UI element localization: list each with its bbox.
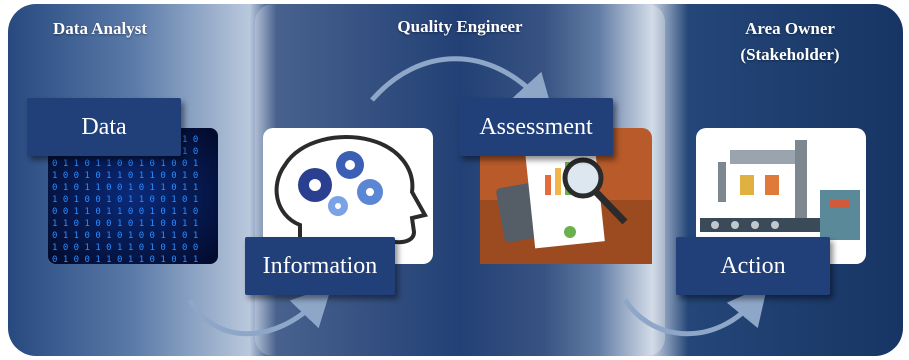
header-quality-engineer: Quality Engineer: [397, 17, 523, 36]
svg-text:0 1 1 0 1 1 0 0 1 0 1 0 0 1: 0 1 1 0 1 1 0 0 1 0 1 0 0 1: [52, 159, 198, 169]
stage-assessment: Assessment: [459, 98, 613, 156]
factory-robot-image: [696, 128, 866, 264]
header-area-owner: Area Owner: [745, 19, 835, 38]
svg-text:1 0 1 0 0 1 0 1 1 0 0 1 0 1: 1 0 1 0 0 1 0 1 1 0 0 1 0 1: [52, 195, 198, 205]
stage-information: Information: [245, 237, 395, 295]
arrow-information-to-assessment: [370, 56, 554, 115]
stage-data: Data: [27, 98, 181, 156]
svg-text:0 0 1 1 0 1 1 0 0 1 0 1 1 0: 0 0 1 1 0 1 1 0 0 1 0 1 1 0: [52, 207, 198, 217]
arrow-data-to-information: [187, 285, 332, 337]
svg-text:1 0 0 1 0 1 1 0 1 1 0 0 1 0: 1 0 0 1 0 1 1 0 1 1 0 0 1 0: [52, 171, 198, 181]
svg-text:0 1 0 0 1 1 0 1 1 0 1 0 1 1: 0 1 0 0 1 1 0 1 1 0 1 0 1 1: [52, 255, 198, 265]
svg-text:0 1 0 1 1 0 0 1 0 1 1 0 1 1: 0 1 0 1 1 0 0 1 0 1 1 0 1 1: [52, 183, 198, 193]
magnifier-report-image: [480, 128, 652, 264]
svg-text:0 1 1 0 0 1 0 1 0 0 1 1 0 1: 0 1 1 0 0 1 0 1 0 0 1 1 0 1: [52, 231, 198, 241]
stage-action: Action: [676, 237, 830, 295]
svg-text:1 1 0 1 0 0 1 0 1 1 0 0 1 1: 1 1 0 1 0 0 1 0 1 1 0 0 1 1: [52, 219, 198, 229]
svg-text:1 0 0 1 1 0 1 1 0 1 0 1 0 0: 1 0 0 1 1 0 1 1 0 1 0 1 0 0: [52, 243, 198, 253]
header-data-analyst: Data Analyst: [53, 19, 147, 38]
brain-gears-image: [263, 128, 433, 264]
arrow-assessment-to-action: [622, 284, 768, 337]
header-stakeholder: (Stakeholder): [740, 45, 840, 64]
